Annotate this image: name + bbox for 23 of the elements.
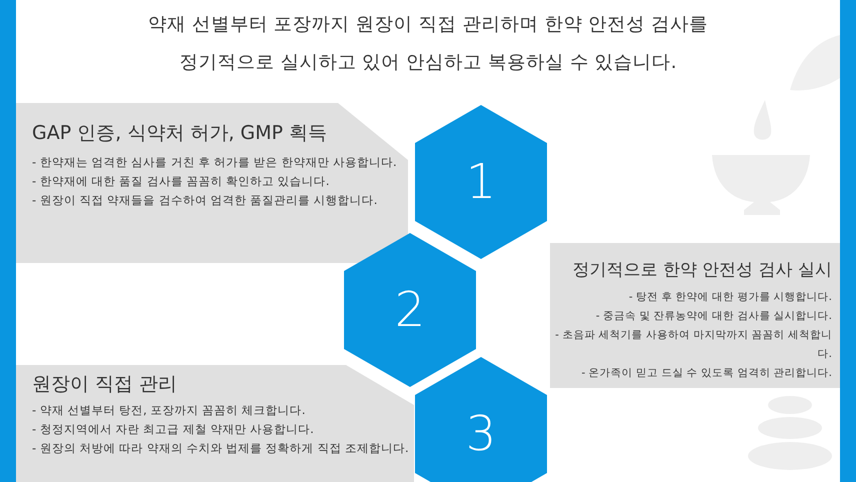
- bullet-text: - 약재 선별부터 탕전, 포장까지 꼼꼼히 체크합니다.: [32, 402, 306, 419]
- step-number: 1: [466, 158, 496, 206]
- bullet-text: - 청정지역에서 자란 최고급 제철 약재만 사용합니다.: [32, 421, 315, 438]
- info-panel: [16, 103, 408, 263]
- intro-text: 약재 선별부터 포장까지 원장이 직접 관리하며 한약 안전성 검사를 정기적으로 실시하고 있어 안심하고 복용하실 수 있습니다.: [146, 13, 710, 75]
- info-panel: [16, 365, 416, 482]
- number-hexagon: [413, 355, 549, 482]
- number-hexagon: [342, 231, 478, 389]
- panel-heading: 정기적으로 한약 안전성 검사 실시: [571, 259, 832, 281]
- bullet-text: - 온가족이 믿고 드실 수 있도록 엄격히 관리합니다.: [580, 366, 832, 381]
- bullet-text: - 초음파 세척기를 사용하여 마지막까지 꼼꼼히 세척합니다.: [554, 328, 832, 362]
- bullet-text: - 탕전 후 한약에 대한 평가를 시행합니다.: [628, 290, 832, 305]
- bullet-text: - 원장이 직접 약재들을 검수하여 엄격한 품질관리를 시행합니다.: [32, 192, 378, 209]
- info-panel: [550, 243, 840, 388]
- bullet-text: - 원장의 처방에 따라 약재의 수치와 법제를 정확하게 직접 조제합니다.: [32, 440, 410, 457]
- bullet-text: - 한약재에 대한 품질 검사를 꼼꼼히 확인하고 있습니다.: [32, 173, 330, 190]
- bullet-text: - 한약재는 엄격한 심사를 거친 후 허가를 받은 한약재만 사용합니다.: [32, 154, 398, 171]
- number-hexagon: [413, 103, 549, 261]
- panel-heading: 원장이 직접 관리: [32, 372, 178, 397]
- bullet-text: - 중금속 및 잔류농약에 대한 검사를 실시합니다.: [594, 309, 832, 324]
- panel-heading: GAP 인증, 식약처 허가, GMP 획득: [32, 121, 328, 146]
- step-number: 2: [394, 286, 426, 334]
- step-number: 3: [466, 410, 496, 458]
